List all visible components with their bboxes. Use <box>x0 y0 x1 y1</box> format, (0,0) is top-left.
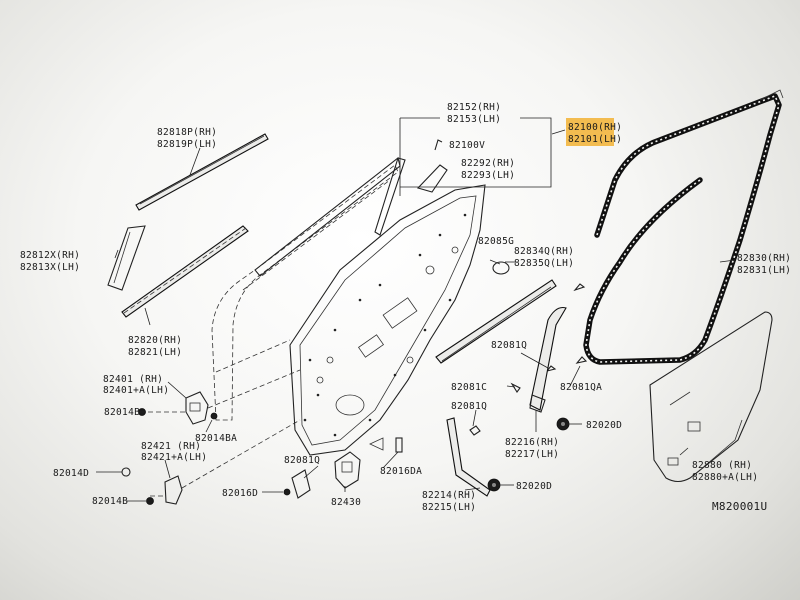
part-highlight <box>566 118 614 146</box>
label-82820-rh: 82820(RH) <box>128 335 182 346</box>
label-82292-lh: 82293(LH) <box>461 170 515 181</box>
lock-mount-plate <box>291 469 311 499</box>
screw-82016da-icon[interactable] <box>395 437 403 453</box>
outer-sash-moulding[interactable] <box>135 133 269 211</box>
leader-lines <box>96 129 736 502</box>
grommet-82085g[interactable] <box>492 261 510 275</box>
label-82292-rh: 82292(RH) <box>461 158 515 169</box>
label-82016da: 82016DA <box>380 466 422 477</box>
label-82430: 82430 <box>331 497 361 508</box>
label-82834q-lh: 82835Q(LH) <box>514 258 574 269</box>
door-outer-panel-outline <box>211 164 399 421</box>
door-weatherstrip-seal[interactable] <box>583 93 782 365</box>
label-82081qa: 82081QA <box>560 382 602 393</box>
label-82152-rh: 82152(RH) <box>447 102 501 113</box>
clip-82100v-icon[interactable] <box>434 139 443 151</box>
bolt-82014b-b-icon[interactable] <box>146 497 154 505</box>
rear-glass-run-channel[interactable] <box>529 306 567 411</box>
label-82830-lh: 82831(LH) <box>737 265 791 276</box>
label-82401-lh: 82401+A(LH) <box>103 385 169 396</box>
label-82100-rh: 82100(RH) <box>568 122 622 133</box>
inner-panel-holes <box>316 246 459 416</box>
label-82014d: 82014D <box>53 468 89 479</box>
label-82880-lh: 82880+A(LH) <box>692 472 758 483</box>
label-82100-lh: 82101(LH) <box>568 134 622 145</box>
label-82216-lh: 82217(LH) <box>505 449 559 460</box>
clip-82081q-a-icon[interactable] <box>545 365 557 372</box>
label-82081q-c: 82081Q <box>284 455 320 466</box>
label-82020d-b: 82020D <box>516 481 552 492</box>
label-82100v: 82100V <box>449 140 485 151</box>
part-labels: 82818P(RH) 82819P(LH) 82812X(RH) 82813X(… <box>20 102 791 513</box>
upper-hinge[interactable] <box>185 391 209 425</box>
label-82081q-a: 82081Q <box>491 340 527 351</box>
clip-82081c-icon[interactable] <box>510 382 521 393</box>
inner-panel-rivets <box>303 213 467 437</box>
label-82818p-lh: 82819P(LH) <box>157 139 217 150</box>
door-inner-panel[interactable] <box>289 184 486 456</box>
inner-patch-piece[interactable] <box>416 164 448 193</box>
label-82401-rh: 82401 (RH) <box>103 374 163 385</box>
label-82214-rh: 82214(RH) <box>422 490 476 501</box>
triangle-trim-panel[interactable] <box>107 225 146 291</box>
clip-icon[interactable] <box>573 283 586 292</box>
clip-82081qa-icon[interactable] <box>575 356 588 364</box>
label-82014ba: 82014BA <box>195 433 237 444</box>
label-82818p-rh: 82818P(RH) <box>157 127 217 138</box>
label-82834q-rh: 82834Q(RH) <box>514 246 574 257</box>
bolt-82020d-a-icon[interactable] <box>556 417 570 431</box>
label-82421-lh: 82421+A(LH) <box>141 452 207 463</box>
label-82085g: 82085G <box>478 236 514 247</box>
bolt-82014d-icon[interactable] <box>121 467 131 477</box>
leader-bracket-82152 <box>399 117 552 196</box>
bolt-82020d-b-icon[interactable] <box>487 478 501 492</box>
label-82820-lh: 82821(LH) <box>128 347 182 358</box>
diagram-code: M820001U <box>712 500 767 513</box>
label-82016d: 82016D <box>222 488 258 499</box>
label-82020d-a: 82020D <box>586 420 622 431</box>
label-82152-lh: 82153(LH) <box>447 114 501 125</box>
lower-hinge[interactable] <box>164 475 183 505</box>
label-82214-lh: 82215(LH) <box>422 502 476 513</box>
inner-beltline-strip[interactable] <box>435 279 557 364</box>
label-82880-rh: 82880 (RH) <box>692 460 752 471</box>
door-lock-assembly[interactable] <box>334 451 361 489</box>
front-sash-channel[interactable] <box>446 417 491 497</box>
door-sealing-screen[interactable] <box>649 311 773 483</box>
label-82421-rh: 82421 (RH) <box>141 441 201 452</box>
label-82812x-lh: 82813X(LH) <box>20 262 80 273</box>
label-82081q-b: 82081Q <box>451 401 487 412</box>
screw-82016d-icon[interactable] <box>283 488 291 496</box>
nut-82014ba-icon[interactable] <box>210 412 218 420</box>
label-82014b-a: 82014B <box>104 407 140 418</box>
sealing-screen-details <box>667 391 743 471</box>
clip-82081q-b-icon[interactable] <box>469 425 481 436</box>
label-82830-rh: 82830(RH) <box>737 253 791 264</box>
label-82014b-b: 82014B <box>92 496 128 507</box>
label-82812x-rh: 82812X(RH) <box>20 250 80 261</box>
label-82216-rh: 82216(RH) <box>505 437 559 448</box>
label-82081c: 82081C <box>451 382 487 393</box>
